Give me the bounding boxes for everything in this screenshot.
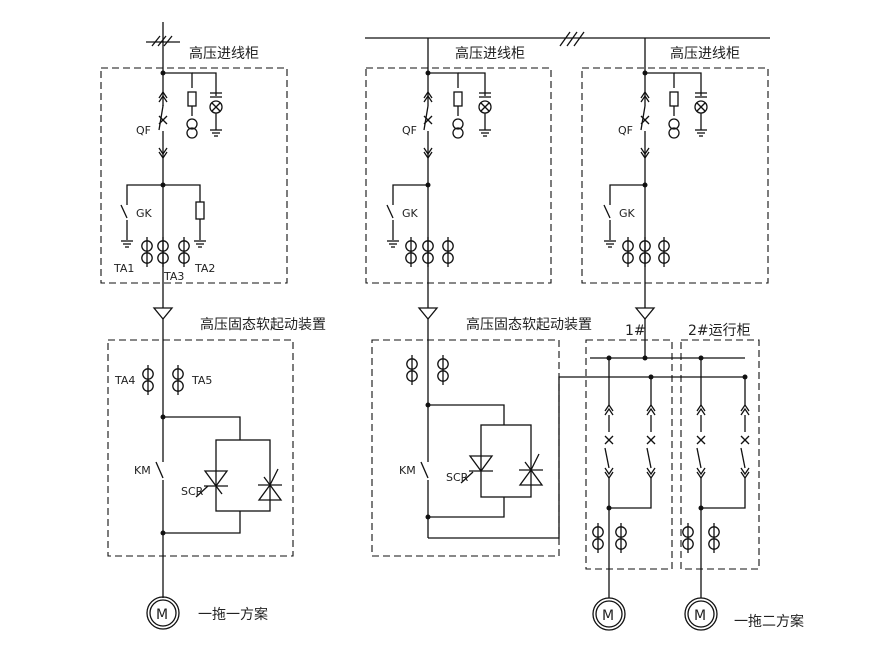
ct-icon — [592, 522, 604, 554]
cable-head-icon — [418, 307, 438, 320]
scr-module-box — [480, 424, 532, 498]
scr-label: SCR — [181, 485, 204, 498]
run-cabinet-2-title: 2#运行柜 — [688, 323, 751, 339]
potential-transformer-icon — [452, 118, 464, 130]
softstart-title-b: 高压固态软起动装置 — [466, 316, 592, 333]
softstart-box-b — [371, 339, 560, 557]
gk-label: GK — [402, 207, 419, 220]
ct-ta5-icon — [172, 364, 184, 396]
potential-transformer-icon — [668, 118, 680, 130]
ct-icon — [708, 522, 720, 554]
fuse-icon — [187, 91, 197, 107]
bypass-contactor-km-icon — [155, 461, 164, 479]
ct-icon — [437, 354, 449, 386]
thyristor-icon — [518, 468, 544, 486]
scr-label: SCR — [446, 471, 469, 484]
ct-ta4-icon — [142, 364, 154, 396]
softstart-box — [107, 339, 294, 557]
grounding-switch-gk-icon — [386, 204, 394, 219]
thyristor-icon — [468, 455, 494, 473]
ct-ta2-icon — [178, 236, 190, 268]
grounding-switch-gk-icon — [603, 204, 611, 219]
ct-icon — [406, 354, 418, 386]
fuse-icon — [453, 91, 463, 107]
thyristor-icon — [257, 483, 283, 501]
cable-head-icon — [635, 307, 655, 320]
ct-icon — [615, 522, 627, 554]
cable-head-icon — [153, 307, 173, 320]
gk-label: GK — [619, 207, 636, 220]
ta5-label: TA5 — [191, 374, 212, 387]
ct-icon — [422, 236, 434, 268]
incoming-cabinet-title-c: 高压进线柜 — [670, 45, 740, 62]
ct-icon — [442, 236, 454, 268]
run-cabinet-2-box — [680, 339, 760, 570]
softstart-title: 高压固态软起动装置 — [200, 316, 326, 333]
surge-absorber-icon — [195, 201, 205, 220]
ta4-label: TA4 — [114, 374, 135, 387]
km-label: KM — [399, 464, 416, 477]
motor-label: M — [694, 608, 706, 624]
grounding-switch-gk-icon — [120, 204, 128, 219]
scheme-one-caption: 一拖一方案 — [198, 606, 268, 623]
km-label: KM — [134, 464, 151, 477]
potential-transformer-icon — [186, 118, 198, 130]
ct-icon — [405, 236, 417, 268]
run-cabinet-1-title: 1# — [625, 323, 646, 339]
qf-label: QF — [136, 124, 151, 137]
scheme-one: 高压进线柜 QF GK — [100, 22, 326, 630]
ct-icon — [622, 236, 634, 268]
ta2-label: TA2 — [194, 262, 215, 275]
incoming-cabinet-title: 高压进线柜 — [189, 45, 259, 62]
motor-label: M — [156, 607, 168, 623]
motor-icon — [146, 596, 180, 630]
scr-module-box — [215, 439, 271, 512]
incoming-cabinet-box — [100, 67, 288, 284]
motor-icon — [684, 597, 718, 631]
scheme-two: 高压进线柜 高压进线柜 QF GK — [365, 31, 804, 631]
gk-label: GK — [136, 207, 153, 220]
ta1-label: TA1 — [113, 262, 134, 275]
run-cabinet-1-box — [585, 339, 673, 570]
motor-label: M — [602, 608, 614, 624]
incoming-cabinet-box-c — [581, 67, 769, 284]
qf-label: QF — [402, 124, 417, 137]
ta3-label: TA3 — [163, 270, 184, 283]
thyristor-icon — [203, 470, 229, 488]
incoming-cabinet-box-b — [365, 67, 552, 284]
bypass-contactor-km-icon — [420, 461, 429, 479]
ct-icon — [658, 236, 670, 268]
ct-ta1-icon — [141, 236, 153, 268]
ct-icon — [682, 522, 694, 554]
qf-label: QF — [618, 124, 633, 137]
ct-icon — [639, 236, 651, 268]
fuse-icon — [669, 91, 679, 107]
motor-icon — [592, 597, 626, 631]
incoming-cabinet-title-b: 高压进线柜 — [455, 45, 525, 62]
ct-ta3-icon — [157, 236, 169, 268]
scheme-two-caption: 一拖二方案 — [734, 613, 804, 630]
